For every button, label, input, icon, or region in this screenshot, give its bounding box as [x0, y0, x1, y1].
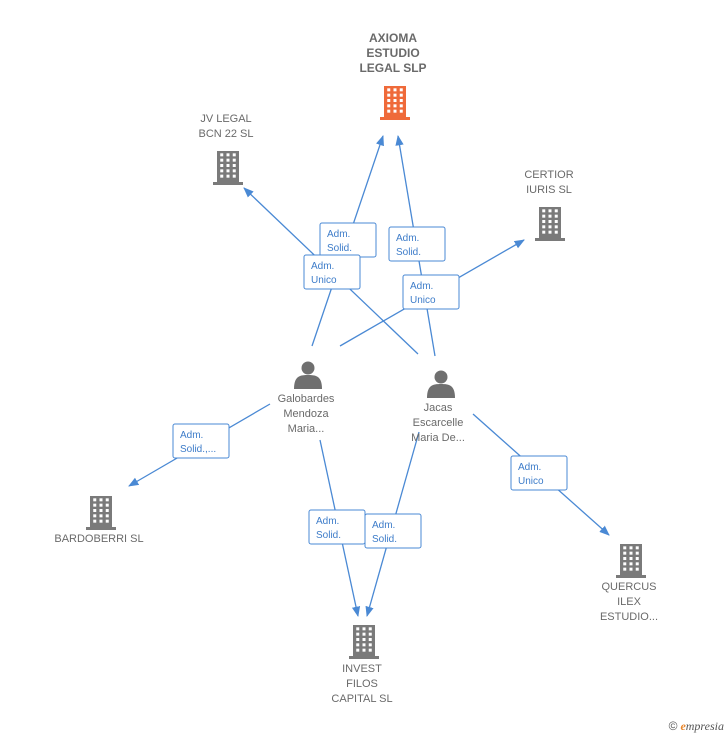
node-invest[interactable]: INVEST FILOS CAPITAL SL [331, 625, 393, 705]
building-icon [86, 496, 116, 530]
edge-label-text: Adm. [518, 462, 541, 473]
edge-label-text: Adm. [410, 281, 433, 292]
person-icon [427, 370, 455, 398]
empresia-watermark: ©empresia [669, 719, 724, 734]
edge-labels-layer: Adm.Solid.Adm.Solid.Adm.UnicoAdm.UnicoAd… [172, 222, 568, 549]
edge-label-box [172, 423, 230, 459]
edge-label-galobardes-to-axioma[interactable]: Adm. Solid. [319, 222, 377, 258]
node-quercus[interactable]: QUERCUS ILEX ESTUDIO... [600, 544, 658, 623]
edge-label-text: Adm. [396, 233, 419, 244]
edge-label-jacas-to-quercus[interactable]: Adm. Unico [510, 455, 568, 491]
edge-label-box [364, 513, 422, 549]
edge-label-text: Solid. [396, 247, 421, 258]
edge-label-text: Adm. [316, 516, 339, 527]
edge-label-box [303, 254, 361, 290]
node-label-line: ESTUDIO... [600, 611, 658, 623]
edge-label-jacas-to-axioma[interactable]: Adm. Solid. [388, 226, 446, 262]
building-icon [380, 86, 410, 120]
brand-name: mpresia [685, 719, 724, 733]
edge-label-text: Unico [518, 476, 544, 487]
node-label-line: CERTIOR [524, 169, 573, 181]
brand-initial: e [680, 719, 686, 733]
building-icon [349, 625, 379, 659]
node-label-line: JV LEGAL [200, 113, 251, 125]
node-label-line: LEGAL SLP [359, 61, 426, 75]
node-label-line: ILEX [617, 596, 642, 608]
node-label-line: Jacas [424, 402, 453, 414]
node-galobardes[interactable]: GalobardesMendozaMaria... [278, 361, 335, 436]
copyright-symbol: © [668, 719, 678, 733]
edge-label-text: Unico [311, 275, 337, 286]
node-label-line: BARDOBERRI SL [54, 533, 143, 545]
person-icon [294, 361, 322, 389]
building-icon [535, 207, 565, 241]
edge-label-text: Solid. [327, 243, 352, 254]
edge-label-text: Adm. [311, 261, 334, 272]
node-label-line: AXIOMA [369, 31, 417, 45]
node-jvlegal[interactable]: JV LEGAL BCN 22 SL [198, 113, 254, 185]
edge-label-box [510, 455, 568, 491]
building-icon [616, 544, 646, 578]
building-icon [213, 151, 243, 185]
node-label-line: INVEST [342, 663, 382, 675]
edge-label-text: Solid. [316, 530, 341, 541]
edge-label-jacas-to-jvlegal[interactable]: Adm. Unico [303, 254, 361, 290]
node-label-line: Galobardes [278, 393, 335, 405]
edge-label-text: Adm. [180, 430, 203, 441]
node-label-line: Mendoza [283, 408, 329, 420]
node-label-line: Maria De... [411, 432, 465, 444]
edge-label-galobardes-to-invest[interactable]: Adm. Solid. [308, 509, 366, 545]
node-label-line: BCN 22 SL [198, 128, 253, 140]
edge-label-jacas-to-invest[interactable]: Adm. Solid. [364, 513, 422, 549]
node-label-line: FILOS [346, 678, 378, 690]
edge-label-box [402, 274, 460, 310]
node-label-line: Escarcelle [413, 417, 464, 429]
node-label-line: IURIS SL [526, 184, 572, 196]
node-label-line: ESTUDIO [366, 46, 419, 60]
edge-label-text: Solid.,... [180, 444, 216, 455]
node-label-line: Maria... [288, 423, 325, 435]
edge-label-text: Adm. [327, 229, 350, 240]
node-bardoberri[interactable]: BARDOBERRI SL [54, 496, 144, 545]
edge-label-box [388, 226, 446, 262]
edge-label-text: Solid. [372, 534, 397, 545]
node-certior[interactable]: CERTIOR IURIS SL [524, 169, 574, 241]
edge-label-galobardes-to-certior[interactable]: Adm. Unico [402, 274, 460, 310]
node-label-line: QUERCUS [601, 581, 656, 593]
node-label-line: CAPITAL SL [331, 693, 392, 705]
edge-label-text: Adm. [372, 520, 395, 531]
edge-label-text: Unico [410, 295, 436, 306]
edge-label-galobardes-to-bardoberri[interactable]: Adm. Solid.,... [172, 423, 230, 459]
